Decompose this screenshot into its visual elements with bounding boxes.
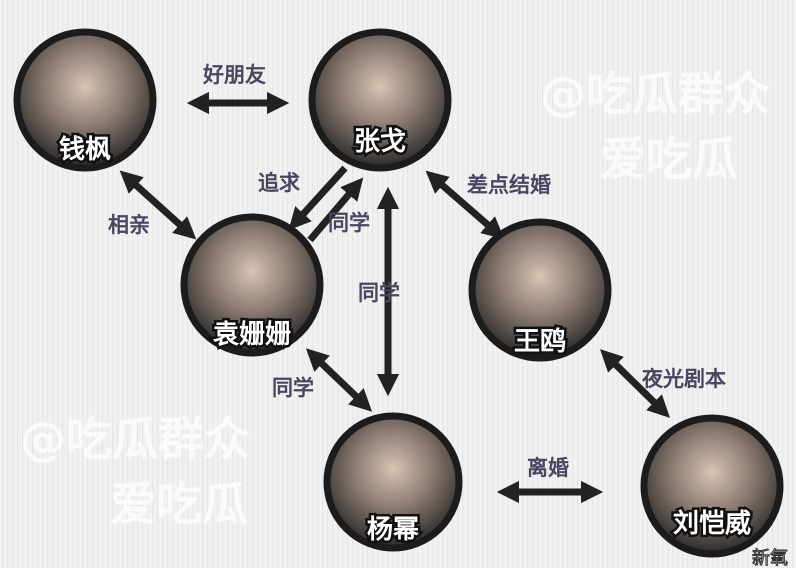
- arrow-zhang-yuan-pursue: [288, 165, 348, 231]
- watermark-text: @吃瓜群众: [540, 67, 770, 121]
- arrow-wang-liu: [600, 349, 670, 418]
- avatar: [308, 28, 452, 172]
- relation-label: 追求: [258, 171, 300, 195]
- person-name: 袁姗姗: [212, 320, 291, 350]
- person-node-zhang[interactable]: 张戈: [308, 28, 452, 172]
- arrow-qian-yuan: [119, 170, 197, 240]
- avatar: [180, 213, 324, 357]
- relation-label: 差点结婚: [467, 173, 551, 197]
- avatar: [468, 218, 612, 362]
- person-node-liu[interactable]: 刘恺威: [640, 414, 784, 558]
- relation-label: 同学: [328, 211, 370, 235]
- person-name: 王鸥: [514, 326, 566, 357]
- person-node-yang[interactable]: 杨幂: [323, 412, 463, 552]
- arrow-yuan-yang: [305, 348, 373, 412]
- person-name: 钱枫: [59, 135, 111, 165]
- watermark-text: @吃瓜群众: [20, 412, 250, 466]
- avatar: [323, 412, 463, 552]
- avatar: [640, 414, 784, 558]
- relation-label: 离婚: [527, 456, 569, 480]
- person-node-yuan[interactable]: 袁姗姗: [180, 213, 324, 357]
- avatar: [13, 28, 157, 172]
- corner-watermark: 新氧: [752, 548, 788, 568]
- person-node-qian[interactable]: 钱枫: [13, 28, 157, 172]
- relation-label: 同学: [358, 281, 400, 305]
- relation-label: 好朋友: [202, 63, 266, 87]
- relation-label: 夜光剧本: [641, 367, 726, 391]
- watermark-text: 爱吃瓜: [600, 132, 738, 186]
- watermark-text: 爱吃瓜: [110, 477, 248, 531]
- person-name: 张戈: [354, 127, 406, 157]
- relation-label: 相亲: [108, 213, 150, 237]
- arrow-zhang-wang: [425, 170, 505, 240]
- person-node-wang[interactable]: 王鸥: [468, 218, 612, 362]
- arrow-yuan-zhang-classmate: [307, 177, 364, 243]
- person-name: 刘恺威: [673, 508, 751, 539]
- person-name: 杨幂: [367, 515, 419, 545]
- relation-label: 同学: [272, 376, 314, 400]
